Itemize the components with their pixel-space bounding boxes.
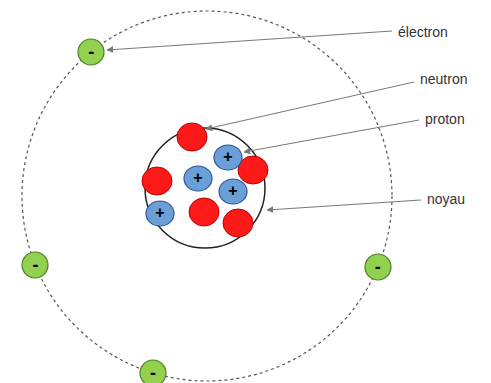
proton-ball-shape (146, 201, 174, 226)
leader-lines (107, 31, 421, 210)
electron-ball: - (21, 251, 49, 279)
neutrons (142, 123, 268, 237)
electron-ball: - (77, 38, 105, 66)
proton-ball: + (183, 165, 213, 192)
charge-sign: - (150, 364, 156, 382)
neutron-ball (189, 198, 219, 226)
proton-ball: + (213, 144, 243, 171)
charge-sign: + (228, 183, 237, 199)
neutron-ball (142, 167, 172, 195)
electron-orbit (22, 11, 392, 381)
proton-ball-shape (214, 145, 242, 170)
charge-sign: - (88, 43, 94, 61)
leader-line (206, 82, 414, 129)
proton-ball: + (145, 200, 175, 227)
electron-ball-shape (365, 254, 391, 280)
charge-sign: - (375, 258, 381, 276)
electron-ball-shape (140, 360, 166, 383)
leader-line (244, 120, 419, 152)
proton-ball-shape (219, 179, 247, 204)
proton-ball-shape (184, 166, 212, 191)
neutron-ball (223, 209, 253, 237)
charge-sign: + (155, 205, 164, 221)
electron-ball: - (364, 253, 392, 281)
part-label: proton (425, 112, 465, 127)
charge-sign: + (193, 170, 202, 186)
charge-sign: + (223, 149, 232, 165)
leader-line (107, 31, 392, 50)
part-label: noyau (427, 192, 465, 207)
electron-ball-shape (78, 39, 104, 65)
neutron-ball (238, 156, 268, 184)
part-label: électron (398, 25, 448, 40)
leader-line (267, 200, 421, 210)
part-label: neutron (420, 72, 467, 87)
proton-ball: + (218, 178, 248, 205)
electron-ball-shape (22, 252, 48, 278)
neutron-ball (177, 123, 207, 151)
electron-ball: - (139, 359, 167, 383)
charge-sign: - (32, 256, 38, 274)
